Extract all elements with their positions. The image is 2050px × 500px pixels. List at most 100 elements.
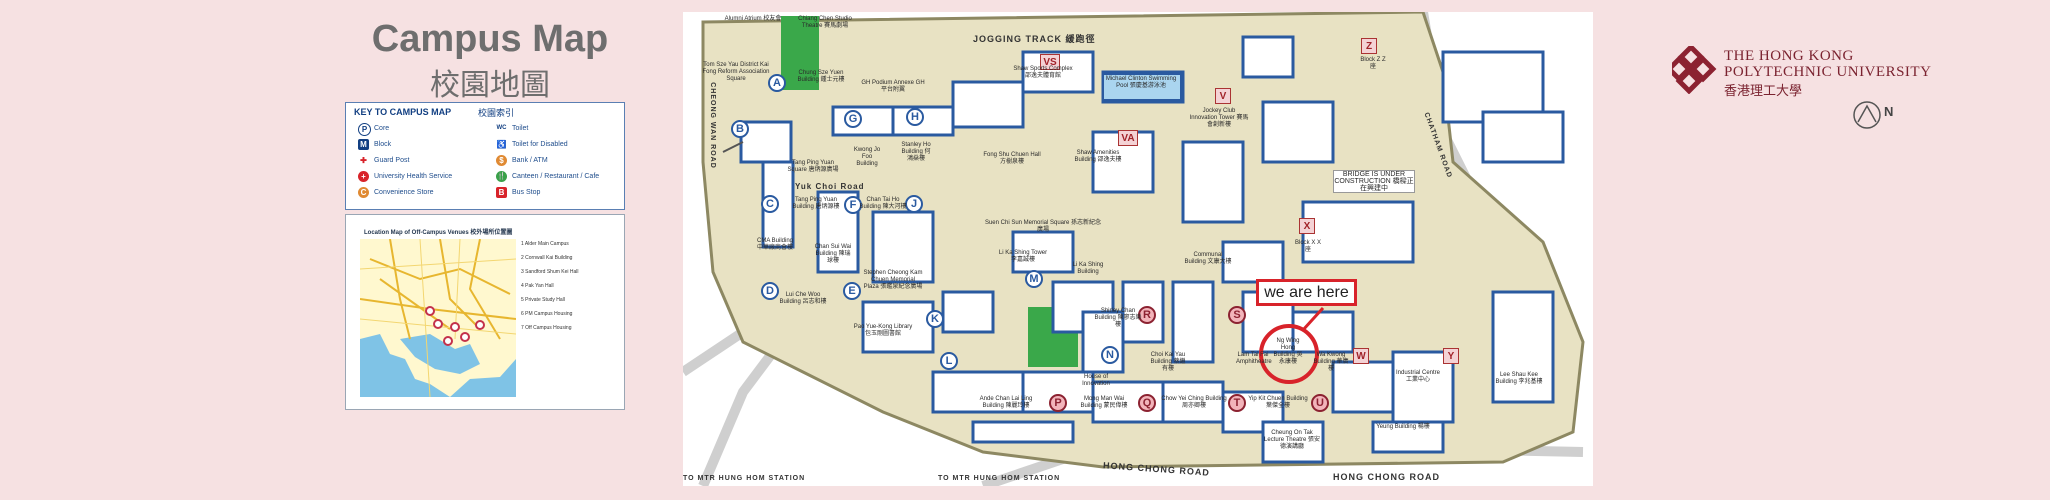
block-x-marker[interactable]: X [1299, 218, 1315, 234]
mtr-station-label: TO MTR HUNG HOM STATION [683, 475, 806, 482]
block-t-marker[interactable]: T [1228, 394, 1246, 412]
key-label: Convenience Store [374, 189, 434, 196]
block-m-marker[interactable]: M [1025, 270, 1043, 288]
chan-sui-wai-label: Chan Sui Wai Building 陳瑞球樓 [814, 244, 852, 264]
lui-che-woo-label: Lui Che Woo Building 呂志和樓 [779, 292, 827, 305]
key-label: Core [374, 125, 390, 132]
off-campus-map-panel: Location Map of Off-Campus Venues 校外場所位置… [345, 214, 625, 410]
stanley-ho-label: Stanley Ho Building 何鴻燊樓 [901, 142, 931, 162]
key-heading-zh: 校園索引 [478, 108, 515, 118]
key-label: Block [374, 141, 392, 148]
block-k-marker[interactable]: K [926, 310, 944, 328]
block-s-marker[interactable]: S [1228, 306, 1246, 324]
block-q-marker[interactable]: Q [1138, 394, 1156, 412]
yuk-choi-road-label: Yuk Choi Road [795, 182, 865, 191]
health-service-icon: + [358, 171, 369, 182]
block-f-marker[interactable]: F [844, 196, 862, 214]
li-ka-shing-tower-label: Li Ka Shing Tower 李嘉誠樓 [998, 250, 1048, 263]
off-campus-item: 7 Off Campus Housing [521, 325, 572, 331]
off-campus-item: 2 Cornwall Kai Building [521, 255, 573, 261]
block-a-marker[interactable]: A [768, 74, 786, 92]
block-y-marker[interactable]: Y [1443, 348, 1459, 364]
house-of-innovation-label: House of Innovation [1082, 374, 1110, 387]
university-name-line2: POLYTECHNIC UNIVERSITY [1724, 64, 1932, 80]
university-name-zh: 香港理工大學 [1724, 83, 1803, 98]
jogging-track-label: JOGGING TRACK 緩跑徑 [973, 34, 1096, 44]
key-label: Toilet [512, 125, 529, 132]
key-label: Bank / ATM [512, 157, 548, 164]
block-d-marker[interactable]: D [761, 282, 779, 300]
core-icon: P [358, 123, 371, 136]
block-u-marker[interactable]: U [1311, 394, 1329, 412]
choi-kai-yau-label: Choi Kai Yau Building 蔡繼有樓 [1150, 352, 1186, 372]
mong-man-wai-label: Mong Man Wai Building 蒙民偉樓 [1080, 396, 1128, 409]
guard-post-icon: ✚ [360, 156, 367, 165]
block-r-marker[interactable]: R [1138, 306, 1156, 324]
page-title: Campus Map [371, 18, 609, 60]
block-v-marker[interactable]: V [1215, 88, 1231, 104]
block-w-marker[interactable]: W [1353, 348, 1369, 364]
shaw-amenities-label: Shaw Amenities Building 邵逸夫樓 [1074, 150, 1122, 163]
off-campus-item: 4 Pak Yan Hall [521, 283, 554, 289]
block-z-marker[interactable]: Z [1361, 38, 1377, 54]
block-g-marker[interactable]: G [844, 110, 862, 128]
campus-map-svg [683, 12, 1593, 486]
key-label: Toilet for Disabled [512, 141, 568, 148]
north-arrow-icon [1853, 101, 1881, 129]
shirley-chan-label: Shirley Chan Building 陳廖志樂樓 [1094, 308, 1142, 328]
cma-building-label: CMA Building 中華廠商會樓 [756, 238, 794, 251]
bridge-note: BRIDGE IS UNDER CONSTRUCTION 橋樑正在興建中 [1333, 170, 1415, 193]
off-campus-item: 1 Alder Main Campus [521, 241, 569, 247]
off-campus-item: 3 Sandford Shum Kei Hall [521, 269, 579, 275]
tom-sze-yau-square-label: Tom Sze Yau District Kai Fong Reform Ass… [702, 62, 770, 82]
off-campus-item: 6 PM Campus Housing [521, 311, 573, 317]
bus-stop-icon: B [496, 187, 507, 198]
off-campus-map-image [360, 239, 516, 397]
ng-wing-hong-label: Ng Wing Hong Building 吳永康樓 [1273, 338, 1303, 365]
suen-chi-sun-square-label: Suen Chi Sun Memorial Square 孫志新紀念廣場 [984, 220, 1102, 233]
university-name-line1: THE HONG KONG [1724, 48, 1854, 64]
key-label: Canteen / Restaurant / Cafe [512, 173, 600, 180]
stephen-cheong-plaza-label: Stephen Cheong Kam Chuen Memorial Plaza … [863, 270, 923, 290]
block-b-marker[interactable]: B [731, 120, 749, 138]
lee-shau-kee-label: Lee Shau Kee Building 李兆基樓 [1495, 372, 1543, 385]
block-l-marker[interactable]: L [940, 352, 958, 370]
kwong-jo-foo-label: Kwong Jo Foo Building [853, 147, 881, 167]
campus-map: JOGGING TRACK 緩跑徑 HONG CHONG ROAD HONG C… [683, 12, 1593, 486]
block-j-marker[interactable]: J [905, 195, 923, 213]
tang-ping-yuan-square-label: Tang Ping Yuan Square 唐炳源廣場 [787, 160, 839, 173]
key-heading: KEY TO CAMPUS MAP [354, 107, 452, 117]
li-ka-shing-building-label: Li Ka Shing Building [1072, 262, 1104, 275]
fong-shu-chuen-label: Fong Shu Chuen Hall 方樹泉樓 [983, 152, 1041, 165]
jockey-club-tower-label: Jockey Club Innovation Tower 賽馬會創新樓 [1189, 108, 1249, 128]
university-logo-icon [1672, 46, 1717, 94]
yeung-building-label: Yeung Building 楊樓 [1376, 424, 1430, 430]
convenience-store-icon: C [358, 187, 369, 198]
we-are-here-callout: we are here [1256, 279, 1357, 306]
shaw-sports-label: Shaw Sports Complex 邵逸夫體育館 [1013, 66, 1073, 79]
block-n-marker[interactable]: N [1101, 346, 1119, 364]
hong-chong-road-label-2: HONG CHONG ROAD [1333, 472, 1440, 482]
block-e-marker[interactable]: E [843, 282, 861, 300]
wa-kwong-label: Wa Kwong Building 華廣樓 [1313, 352, 1349, 372]
block-vs-marker[interactable]: VS [1040, 54, 1060, 70]
block-x-label: Block X X座 [1294, 240, 1321, 253]
page-title-zh: 校園地圖 [430, 68, 550, 103]
lam-tai-fai-label: Lam Tai Fai Amphitheatre [1236, 352, 1272, 365]
gh-podium-label: GH Podium Annexe GH 平台附翼 [861, 80, 925, 93]
mtr-station-label-2: TO MTR HUNG HOM STATION [938, 475, 1061, 482]
alumni-atrium-label: Alumni Atrium 校友會 [724, 16, 782, 22]
block-va-marker[interactable]: VA [1118, 130, 1138, 146]
key-label: Bus Stop [512, 189, 541, 196]
block-p-marker[interactable]: P [1049, 394, 1067, 412]
communal-building-label: Communal Building 文康大樓 [1184, 252, 1232, 265]
chiang-chen-theatre-label: Chiang Chen Studio Theatre 賽馬劇場 [798, 16, 852, 29]
block-c-marker[interactable]: C [761, 195, 779, 213]
chung-sze-yuen-label: Chung Sze Yuen Building 鍾士元樓 [797, 70, 845, 83]
block-h-marker[interactable]: H [906, 108, 924, 126]
off-campus-title: Location Map of Off-Campus Venues 校外場所位置… [364, 230, 513, 236]
key-label: Guard Post [374, 157, 410, 164]
pao-yue-kong-library-label: Pao Yue-Kong Library 包玉剛圖書館 [853, 324, 913, 337]
off-campus-item: 5 Private Study Hall [521, 297, 565, 303]
bank-icon: $ [496, 155, 507, 166]
